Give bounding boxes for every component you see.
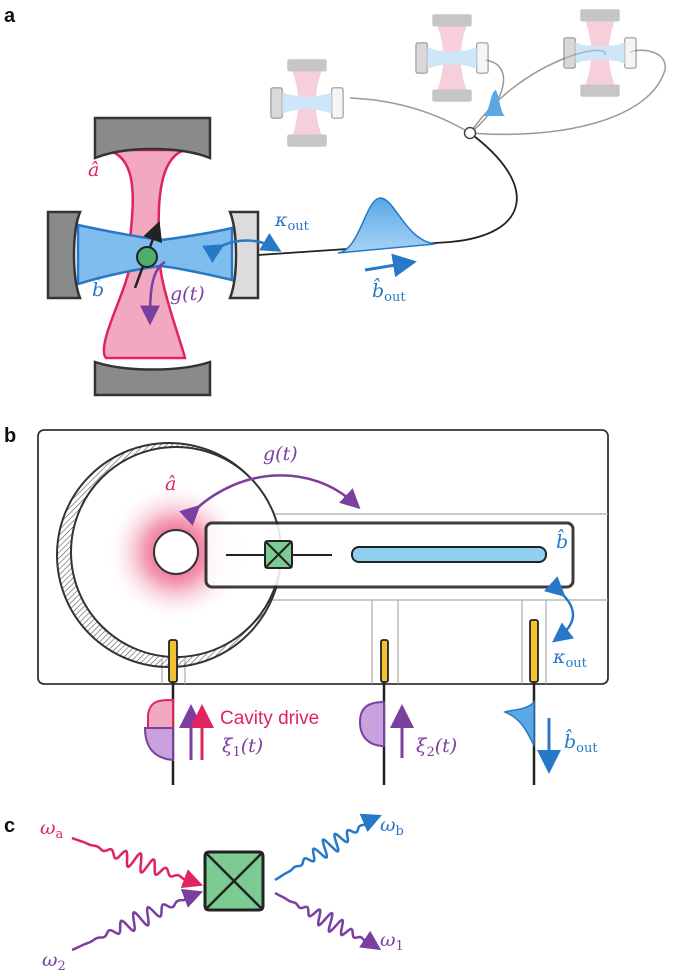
- mirror-left: [46, 210, 82, 300]
- label-bout: b̂out: [372, 277, 406, 305]
- label-mode-b-b: b̂: [556, 528, 568, 553]
- bout-arrow: [364, 253, 417, 278]
- label-xi1: ξ1(t): [222, 735, 263, 760]
- remote-node-1: [270, 59, 344, 147]
- mirror-bottom: [93, 360, 212, 397]
- mirror-right-output: [228, 210, 260, 300]
- remote-node-2: [415, 14, 489, 102]
- network-node: [463, 126, 477, 140]
- panel-label-c: c: [4, 815, 15, 837]
- readout-strip: [351, 546, 547, 563]
- label-omega-1: ω1: [380, 929, 404, 954]
- label-kappa-out-b: κout: [552, 646, 588, 671]
- label-omega-a: ωa: [40, 817, 64, 842]
- josephson-junction-c: [203, 850, 265, 912]
- kappa-out-arrow-b: [544, 576, 575, 643]
- mirror-top: [93, 116, 212, 160]
- label-coupling: g(t): [170, 283, 205, 305]
- panel-label-a: a: [4, 5, 16, 27]
- coupling-arrow: [140, 260, 166, 326]
- photon-omega-1: [274, 891, 382, 951]
- label-coupling-b: g(t): [263, 443, 298, 465]
- cavity-center-post: [153, 529, 199, 575]
- local-node: [46, 116, 282, 397]
- label-bout-b: b̂out: [564, 728, 598, 756]
- photon-omega-a: [71, 836, 204, 888]
- label-omega-2: ω2: [42, 949, 66, 974]
- port-cavity-drive: [143, 639, 214, 785]
- label-mode-a-b: â: [165, 473, 176, 495]
- panel-label-b: b: [4, 425, 16, 447]
- network-photon-pulse: [482, 90, 505, 116]
- josephson-junction-b: [264, 540, 293, 569]
- label-cavity-drive: Cavity drive: [220, 708, 319, 729]
- label-kappa-out: κout: [274, 209, 310, 234]
- label-mode-a: â: [88, 159, 99, 181]
- remote-node-3: [563, 9, 637, 97]
- coupling-arrow-b: [179, 474, 361, 526]
- output-photon-pulse: [337, 197, 436, 254]
- label-xi2: ξ2(t): [416, 735, 457, 760]
- port-output: [502, 619, 561, 785]
- photon-omega-b: [274, 813, 382, 882]
- port-xi2-drive: [358, 639, 414, 785]
- atom: [136, 246, 158, 268]
- kappa-out-arrow: [202, 233, 282, 263]
- label-omega-b: ωb: [380, 814, 404, 839]
- label-mode-b: b̂: [92, 276, 104, 301]
- photon-omega-2: [71, 889, 204, 952]
